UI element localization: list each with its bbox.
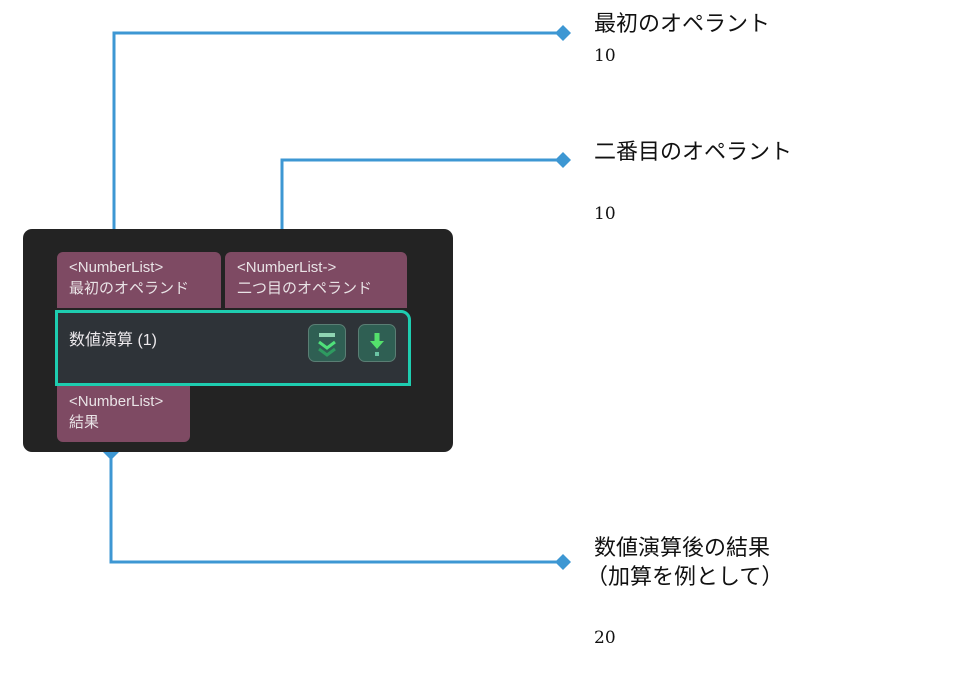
port-type: <NumberList->: [237, 259, 337, 276]
node-title: 数値演算 (1): [69, 332, 158, 349]
annotation-second-operand-label: 二番目のオペラント: [594, 140, 793, 165]
collapse-double-chevron-icon: [318, 333, 336, 357]
output-port-result[interactable]: <NumberList> 結果: [57, 386, 190, 442]
port-type: <NumberList>: [69, 259, 164, 276]
label-anchor-second: [555, 152, 571, 168]
annotation-first-operand-value: 10: [594, 46, 616, 66]
annotation-result-label-line1: 数値演算後の結果: [594, 536, 771, 561]
port-name: 最初のオペランド: [69, 280, 190, 297]
wire-result: [109, 452, 563, 564]
annotation-result-value: 20: [594, 628, 616, 648]
input-port-first-operand[interactable]: <NumberList> 最初のオペランド: [57, 252, 221, 308]
collapse-button[interactable]: [308, 324, 346, 362]
port-name: 結果: [69, 414, 100, 431]
annotation-second-operand-value: 10: [594, 204, 616, 224]
label-anchor-result: [555, 554, 571, 570]
download-button[interactable]: [358, 324, 396, 362]
annotation-result-label-line2: （加算を例として）: [586, 565, 784, 590]
annotation-first-operand-label: 最初のオペラント: [594, 12, 771, 37]
port-type: <NumberList>: [69, 393, 164, 410]
input-port-second-operand[interactable]: <NumberList-> 二つ目のオペランド: [225, 252, 407, 308]
wire-second-operand: [280, 158, 563, 237]
download-arrow-icon: [370, 333, 384, 356]
node-core[interactable]: 数値演算 (1): [55, 310, 411, 386]
port-name: 二つ目のオペランド: [237, 280, 373, 297]
wire-first-operand: [112, 31, 563, 237]
label-anchor-first: [555, 25, 571, 41]
